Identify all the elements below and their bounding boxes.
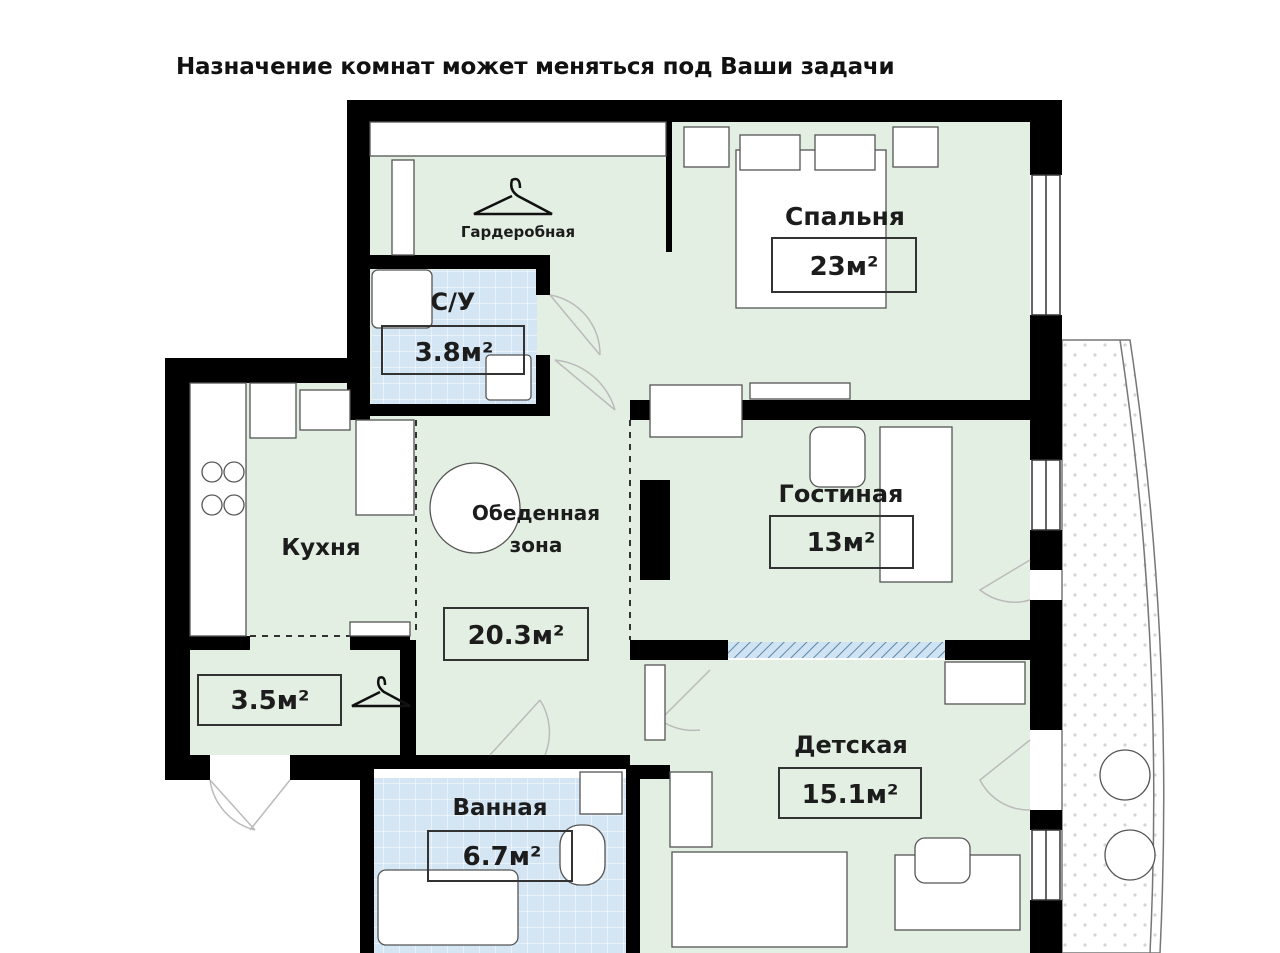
area-box-bathroom [427, 830, 573, 882]
room-name-wc: С/У [431, 288, 476, 316]
room-area-living: 13м² [807, 528, 876, 558]
furniture [189, 121, 1156, 948]
zone-boundaries [250, 420, 631, 640]
room-area-bedroom: 23м² [810, 252, 879, 282]
room-name-dining-2: зона [510, 533, 563, 557]
area-box-living [769, 515, 914, 569]
room-name-dining: Обеденная [472, 501, 600, 525]
room-name-kids: Детская [794, 731, 908, 759]
doors [209, 294, 1031, 831]
area-box-wc [381, 325, 525, 375]
room-area-wc: 3.8м² [415, 338, 494, 368]
room-name-wardrobe: Гардеробная [461, 223, 575, 241]
area-box-bedroom [771, 237, 917, 293]
room-name-kitchen: Кухня [281, 535, 360, 561]
walls [165, 100, 1062, 953]
windows [1031, 174, 1061, 901]
room-name-bathroom: Ванная [452, 795, 547, 821]
area-box-dining [443, 607, 589, 661]
plan-title: Назначение комнат может меняться под Ваш… [176, 54, 895, 80]
window-partition [728, 642, 945, 658]
room-name-bedroom: Спальня [785, 202, 905, 231]
hanger-icon [351, 676, 411, 708]
hanger-icon [473, 177, 553, 216]
room-area-bathroom: 6.7м² [463, 842, 542, 872]
room-area-kids: 15.1м² [802, 780, 899, 810]
area-box-hall [197, 674, 342, 726]
room-name-living: Гостиная [779, 480, 904, 508]
room-area-dining: 20.3м² [468, 621, 565, 651]
area-box-kids [778, 767, 922, 819]
room-area-hall: 3.5м² [231, 686, 310, 716]
